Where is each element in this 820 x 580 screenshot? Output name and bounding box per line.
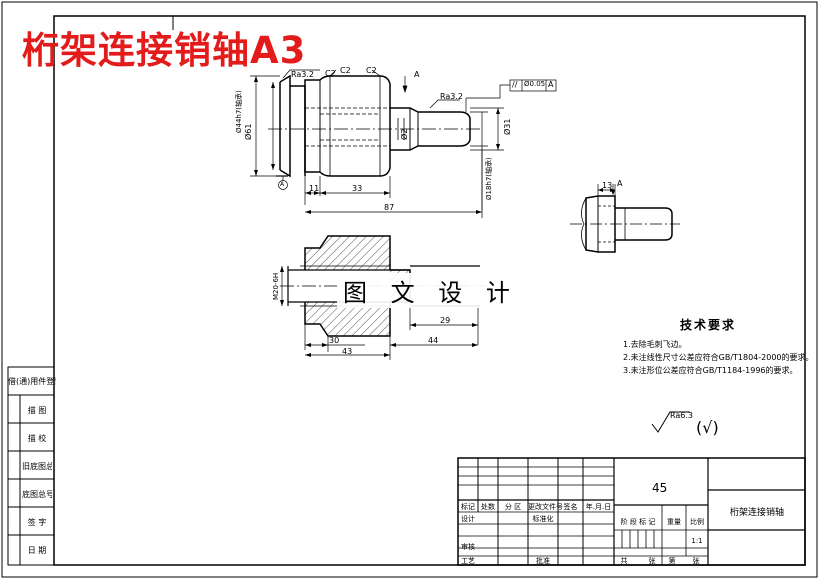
tb-col-zone: 分 区 — [504, 503, 522, 511]
tb-col-date: 年.月.日 — [585, 503, 612, 511]
title-block-part-name: 桁架连接销轴 — [729, 508, 784, 518]
tech-note-2: 2.未注线性尺寸公差应符合GB/T1804-2000的要求。 — [623, 353, 814, 362]
tb-sheets-total: 共 — [620, 557, 628, 565]
dim-l33: 33 — [352, 184, 363, 193]
dim-l29: 29 — [440, 316, 451, 325]
dim-d44: Ø44h7(轴承) — [235, 90, 243, 133]
title-block — [457, 457, 806, 566]
side-label-trace-check: 描 校 — [27, 434, 47, 443]
tb-scale-value: 1:1 — [691, 537, 703, 545]
tb-process: 工艺 — [461, 557, 475, 565]
dim-l87: 87 — [384, 203, 395, 212]
dim-l44: 44 — [428, 336, 439, 345]
tb-sheet-no: 第 — [668, 557, 676, 565]
tb-col-mark: 标记 — [461, 503, 475, 511]
tb-stage-mark: 阶 段 标 记 — [620, 518, 656, 526]
side-label-base: 底图总号 — [22, 490, 52, 499]
dim-l43: 43 — [342, 347, 353, 356]
watermark-text: 图 文 设 计 — [337, 273, 524, 308]
title-block-material: 45 — [652, 481, 668, 495]
tb-approve: 批准 — [536, 557, 550, 565]
roughness-other-value: Ra6.3 — [670, 411, 694, 420]
tech-note-1: 1.去除毛刺飞边。 — [623, 340, 687, 349]
tech-requirements-title: 技术要求 — [680, 318, 737, 332]
main-view-arrows — [254, 76, 500, 214]
gdt-reference: A — [548, 80, 554, 89]
tb-col-sign: 签名 — [563, 503, 578, 511]
roughness-parenthetical: (√) — [696, 418, 719, 437]
dim-ra32-right: Ra3.2 — [440, 92, 464, 101]
detail-view-arrows — [598, 188, 615, 195]
dim-c2b: C2 — [340, 66, 351, 75]
dim-c2a: C2 — [325, 69, 336, 78]
dim-l30: 30 — [329, 336, 340, 345]
tb-weight: 重量 — [667, 518, 681, 526]
roughness-symbol — [651, 411, 690, 433]
detail-view-a — [570, 184, 680, 253]
side-label-trace: 描 图 — [27, 406, 47, 415]
dim-a2: A — [617, 179, 623, 188]
dim-d2: Ø2 — [400, 128, 409, 140]
main-view-dimensions — [250, 69, 557, 218]
main-view-shaft — [268, 74, 482, 178]
side-label-sign: 签 字 — [27, 518, 47, 527]
tb-scale: 比例 — [690, 518, 704, 526]
tb-col-change-doc: 更改文件号 — [528, 503, 563, 511]
dim-d31: Ø31 — [503, 118, 512, 135]
tb-design: 设计 — [461, 515, 475, 523]
tb-col-count: 处数 — [481, 503, 495, 511]
dim-d18: Ø18h7(轴承) — [485, 157, 493, 200]
side-registration-column — [7, 366, 55, 566]
section-view-arrows — [280, 266, 478, 357]
tech-note-3: 3.未注形位公差应符合GB/T1184-1996的要求。 — [623, 366, 798, 375]
dim-datum-a: A — [414, 70, 420, 79]
dim-c2c: C2 — [366, 66, 377, 75]
tb-sheet-unit2: 张 — [692, 557, 700, 565]
inner-frame — [53, 15, 806, 566]
tb-review: 审核 — [461, 543, 475, 551]
gdt-tolerance: Ø0.05 — [524, 80, 546, 88]
overlay-title: 桁架连接销轴A3 — [22, 29, 307, 72]
side-label-old-base: 旧底图总号 — [22, 462, 52, 471]
dim-d61: Ø61 — [244, 123, 253, 140]
dim-13: 13 — [602, 181, 613, 190]
tb-standardize: 标准化 — [532, 515, 554, 523]
gdt-symbol: // — [512, 80, 518, 89]
datum-a-circle-label: A — [280, 181, 285, 188]
dim-m20: M20-6H — [272, 272, 280, 300]
tb-sheets-unit: 张 — [648, 557, 656, 565]
side-label-date: 日 期 — [27, 546, 47, 555]
side-label-borrowed: 借(通)用件登记 — [8, 377, 56, 386]
dim-ra32: Ra3.2 — [291, 70, 315, 79]
dim-l11: 11 — [309, 184, 320, 193]
